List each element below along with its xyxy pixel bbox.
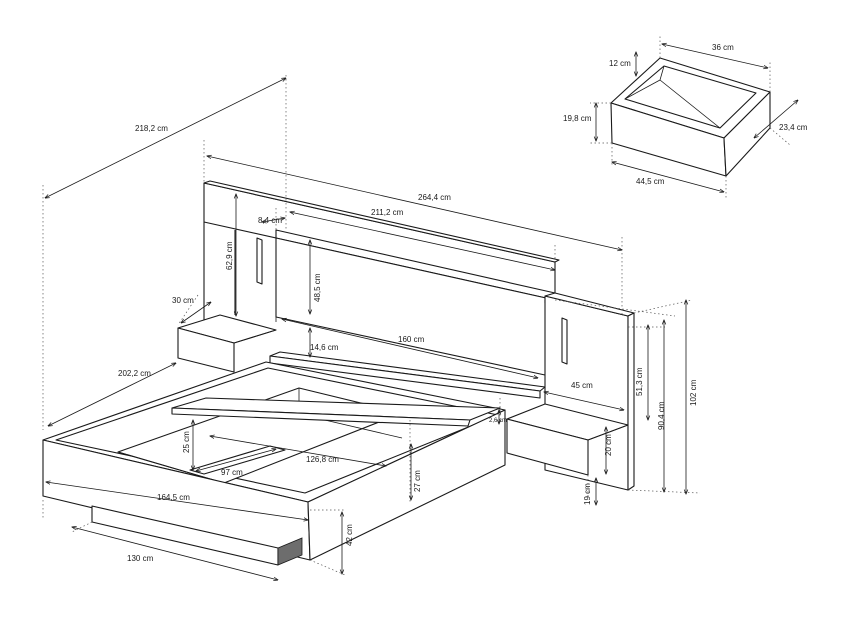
- headboard-gap-label: 8,4 cm: [258, 216, 282, 225]
- side-panel-height-label: 51,3 cm: [635, 367, 644, 396]
- nightstand-height-label: 20 cm: [604, 434, 613, 456]
- bed-frame: [42, 351, 546, 566]
- inner-width-label: 97 cm: [221, 468, 243, 477]
- headboard-width-label: 211,2 cm: [371, 208, 404, 217]
- nightstand-depth-label: 45 cm: [571, 381, 593, 390]
- drawer-side-height-label: 12 cm: [609, 59, 631, 68]
- total-height-label: 102 cm: [689, 379, 698, 406]
- overall-length-label: 218,2 cm: [135, 124, 168, 133]
- base-width-label: 130 cm: [127, 554, 154, 563]
- panel-height-label: 48,5 cm: [313, 273, 322, 302]
- floor-gap-label: 19 cm: [583, 483, 592, 505]
- dimension-lines: [45, 44, 798, 580]
- drawer-drawing: [590, 36, 791, 200]
- dimension-labels: 36 cm 12 cm 19,8 cm 23,4 cm 44,5 cm 218,…: [118, 43, 808, 563]
- rail-height-label: 27 cm: [413, 470, 422, 492]
- shelf-depth-label: 30 cm: [172, 296, 194, 305]
- inner-depth-label: 25 cm: [182, 431, 191, 453]
- drawer-depth-label: 23,4 cm: [779, 123, 808, 132]
- light-height-label: 62,9 cm: [225, 241, 234, 270]
- shelf-gap-label: 14,6 cm: [310, 343, 339, 352]
- overall-width-label: 264,4 cm: [418, 193, 451, 202]
- mattress-width-label: 160 cm: [398, 335, 425, 344]
- base-height-label: 42 cm: [345, 524, 354, 546]
- inner-length-label: 126,8 cm: [306, 455, 339, 464]
- drawer-front-width-label: 44,5 cm: [636, 177, 665, 186]
- right-nightstand: [506, 403, 629, 476]
- side-height-label: 90,4 cm: [657, 401, 666, 430]
- drawer-front-height-label: 19,8 cm: [563, 114, 592, 123]
- nightstand-gap-label: 2,6 cm: [489, 418, 507, 424]
- drawer-width-label: 36 cm: [712, 43, 734, 52]
- frame-length-label: 202,2 cm: [118, 369, 151, 378]
- frame-width-label: 164,5 cm: [157, 493, 190, 502]
